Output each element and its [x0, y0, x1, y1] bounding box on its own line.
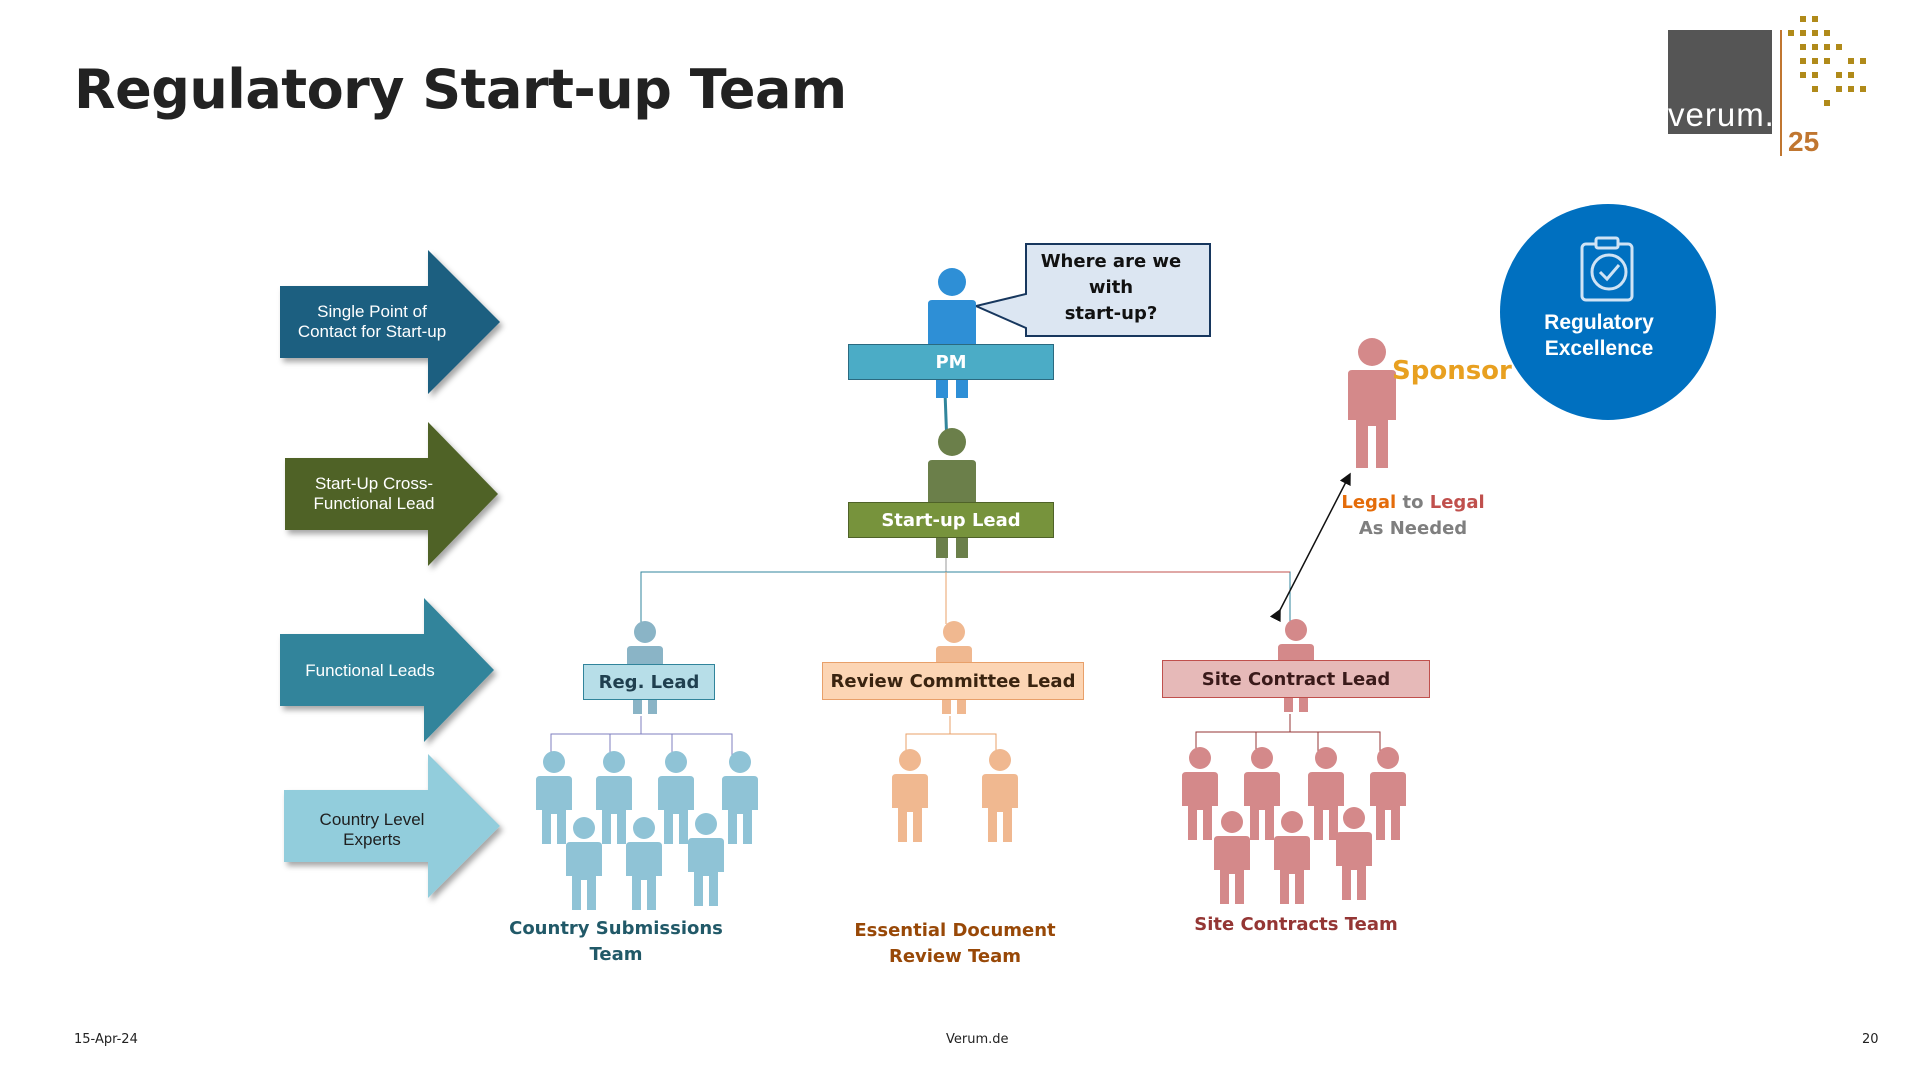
badge-line: Excellence	[1544, 337, 1654, 360]
legal-connector: to	[1396, 492, 1430, 513]
review-team-group-icon	[892, 749, 1018, 842]
country-experts-group-icon	[536, 751, 758, 910]
legal-line-2: As Needed	[1358, 518, 1468, 539]
site-contracts-team-label: Site Contracts Team	[1176, 912, 1416, 938]
startup-lead-box: Start-up Lead	[848, 502, 1054, 538]
regulatory-excellence-text: Regulatory Excellence	[1492, 310, 1706, 362]
slide-title: Regulatory Start-up Team	[74, 58, 847, 121]
review-committee-lead-box: Review Committee Lead	[822, 662, 1084, 700]
footer-date: 15-Apr-24	[74, 1032, 138, 1047]
bubble-line: start-up?	[1064, 303, 1158, 324]
startup-lead-person-icon	[928, 428, 976, 558]
arrow-label-line: Start-Up Cross-	[314, 474, 434, 493]
arrow-country-level-experts	[284, 754, 500, 898]
footer-page-number: 20	[1862, 1032, 1879, 1047]
logo-divider	[1780, 30, 1782, 156]
anniversary-25: 25	[1788, 126, 1820, 157]
sponsor-person-icon	[1348, 338, 1396, 468]
arrow-label-line: Experts	[343, 830, 401, 849]
reg-lead-box: Reg. Lead	[583, 664, 715, 700]
site-team-group-icon	[1182, 747, 1406, 904]
arrow-label-cross-functional: Start-Up Cross- Functional Lead	[284, 474, 464, 514]
bubble-line: Where are we with	[1040, 251, 1182, 298]
arrow-cross-functional-lead	[285, 422, 498, 566]
legal-word: Legal	[1429, 492, 1485, 513]
badge-line: Regulatory	[1544, 311, 1654, 334]
team-line: Review Team	[888, 946, 1022, 967]
arrow-label-line: Country Level	[319, 810, 425, 829]
arrow-label-single-point: Single Point of Contact for Start-up	[282, 302, 462, 342]
sponsor-label: Sponsor	[1392, 356, 1512, 386]
speech-bubble-text: Where are we with start-up?	[1022, 249, 1200, 327]
arrow-label-line: Single Point of	[317, 302, 427, 321]
team-line: Country Submissions Team	[509, 918, 723, 965]
pm-box: PM	[848, 344, 1054, 380]
essential-document-review-team-label: Essential Document Review Team	[830, 918, 1080, 970]
speech-bubble	[972, 243, 1211, 337]
arrow-label-functional-leads: Functional Leads	[280, 661, 460, 681]
arrow-label-country-experts: Country Level Experts	[282, 810, 462, 850]
regulatory-excellence-badge	[1500, 204, 1716, 420]
legal-word: Legal	[1341, 492, 1397, 513]
site-contract-lead-box: Site Contract Lead	[1162, 660, 1430, 698]
arrow-label-line: Functional Leads	[305, 661, 435, 680]
arrow-single-point-contact	[280, 250, 500, 394]
country-submissions-team-label: Country Submissions Team	[480, 916, 752, 968]
arrow-functional-leads	[280, 598, 494, 742]
legal-to-legal-note: Legal to Legal As Needed	[1338, 490, 1488, 542]
team-line: Essential Document	[854, 920, 1056, 941]
verum-logo-box	[1668, 30, 1772, 134]
arrow-label-line: Contact for Start-up	[297, 322, 447, 341]
verum-logo-text: verum.	[1668, 96, 1775, 133]
legal-line-1: Legal to Legal	[1338, 490, 1488, 516]
team-line: Site Contracts Team	[1194, 914, 1398, 935]
footer-website: Verum.de	[946, 1032, 1009, 1047]
clipboard-check-icon	[1580, 236, 1634, 302]
arrow-label-line: Functional Lead	[313, 494, 435, 513]
